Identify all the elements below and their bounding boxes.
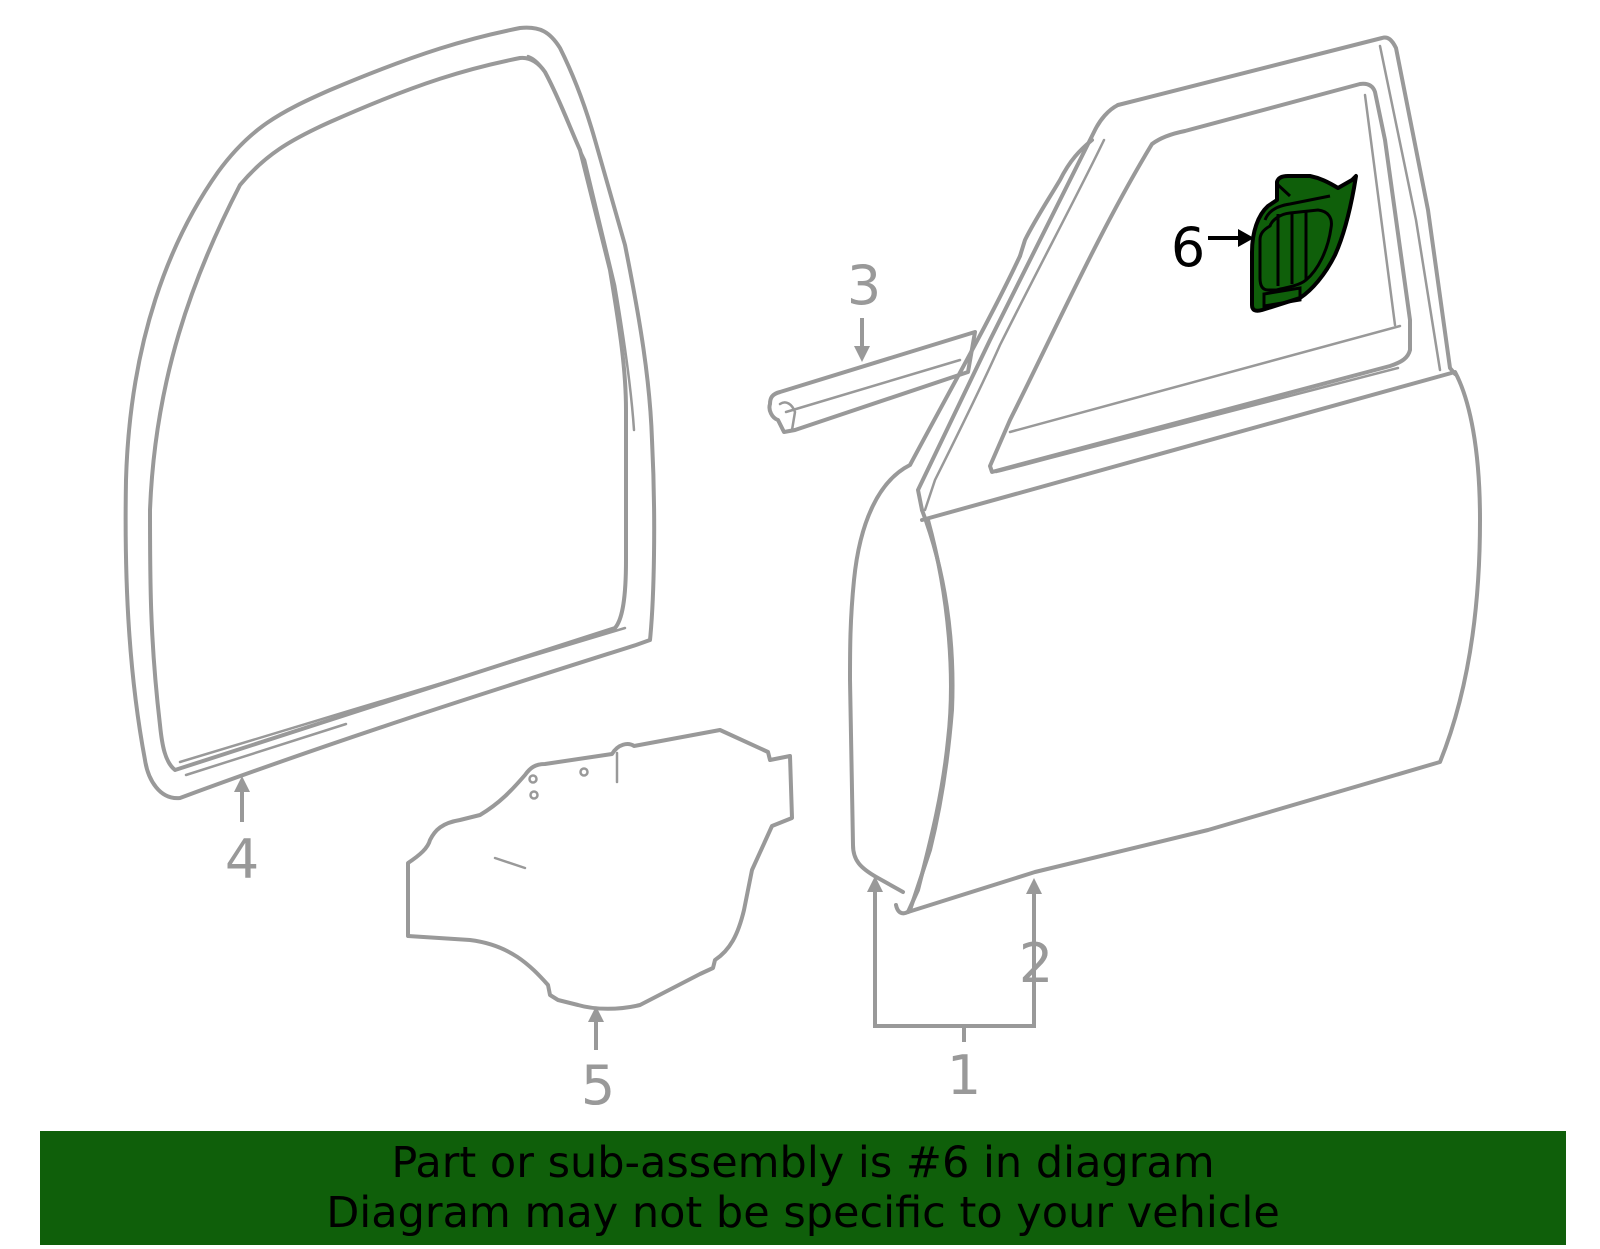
callout-3: 3 — [847, 254, 881, 362]
callout-6-label: 6 — [1171, 216, 1205, 279]
callout-1: 1 — [867, 876, 1036, 1107]
info-banner: Part or sub-assembly is #6 in diagram Di… — [40, 1131, 1566, 1245]
callout-5: 5 — [581, 1006, 615, 1117]
callout-4-label: 4 — [225, 828, 259, 891]
banner-line-2: Diagram may not be specific to your vehi… — [326, 1188, 1280, 1238]
callout-5-label: 5 — [581, 1054, 615, 1117]
callout-3-label: 3 — [847, 254, 881, 317]
callout-1-label: 1 — [947, 1044, 981, 1107]
part-4-weatherstrip — [123, 25, 657, 801]
part-3-belt-molding — [767, 330, 977, 434]
callout-4: 4 — [225, 776, 259, 891]
part-1-2-door-assembly — [848, 35, 1482, 916]
callout-6: 6 — [1171, 216, 1254, 279]
part-6-bracket-highlighted — [1250, 174, 1358, 313]
part-5-water-shield — [406, 728, 794, 1011]
callout-2: 2 — [1019, 878, 1053, 995]
callout-2-label: 2 — [1019, 932, 1053, 995]
banner-line-1: Part or sub-assembly is #6 in diagram — [391, 1138, 1215, 1188]
